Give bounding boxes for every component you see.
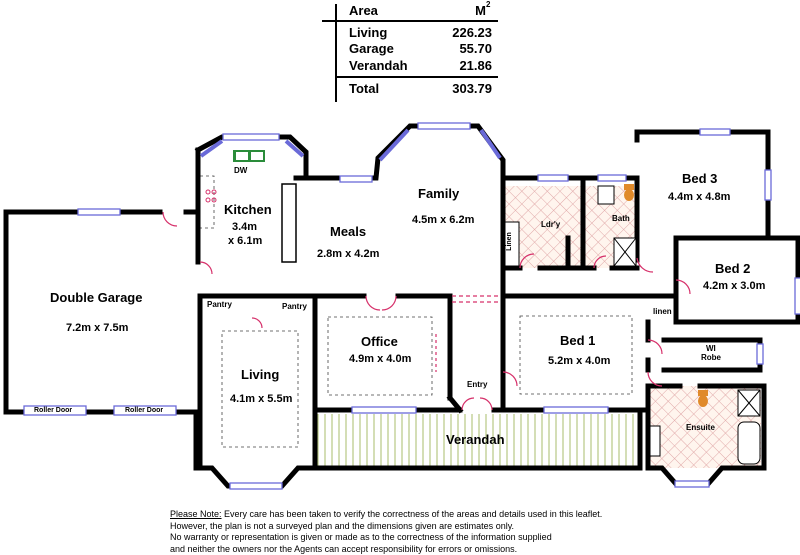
label-pantry-right: Pantry	[282, 302, 307, 311]
kitchen-sink	[233, 150, 265, 162]
doors	[162, 211, 691, 411]
verandah-decking	[317, 414, 641, 466]
area-total-value: 303.79	[452, 81, 492, 96]
label-roller-door-left: Roller Door	[34, 407, 73, 414]
room-bed2-size: 4.2m x 3.0m	[703, 280, 766, 292]
label-wi-robe-line2: Robe	[701, 353, 721, 362]
cooktop	[205, 189, 217, 203]
area-row-value: 226.23	[452, 25, 492, 40]
area-row-label: Living	[349, 25, 388, 40]
label-entry: Entry	[467, 380, 488, 389]
note-line4: and neither the owners nor the Agents ca…	[170, 543, 518, 554]
room-double-garage-size: 7.2m x 7.5m	[66, 322, 129, 334]
label-ensuite: Ensuite	[686, 423, 715, 432]
label-linen-small: linen	[653, 307, 672, 316]
room-verandah-name: Verandah	[446, 432, 505, 447]
note-line1: Every care has been taken to verify the …	[221, 509, 603, 519]
room-kitchen-size-line1: 3.4m	[232, 221, 258, 233]
area-row-label: Verandah	[349, 58, 408, 73]
room-living-size: 4.1m x 5.5m	[230, 393, 293, 405]
area-row-value: 55.70	[459, 41, 492, 56]
label-linen-vertical: Linen	[505, 232, 513, 251]
note-line3: No warranty or representation is given o…	[170, 532, 552, 543]
toilet-bath	[624, 184, 634, 201]
note-line2: However, the plan is not a surveyed plan…	[170, 520, 515, 531]
room-family-name: Family	[418, 186, 460, 201]
room-office-size: 4.9m x 4.0m	[349, 353, 412, 365]
area-total-label: Total	[349, 81, 380, 96]
area-row-value: 21.86	[459, 58, 492, 73]
room-living-name: Living	[241, 367, 280, 382]
area-table-vertical-rule	[335, 4, 337, 102]
disclaimer-note: Please Note: Every care has been taken t…	[170, 509, 602, 555]
room-bed3-name: Bed 3	[682, 171, 718, 186]
area-row-label: Garage	[349, 41, 394, 56]
label-roller-door-right: Roller Door	[125, 407, 164, 414]
room-kitchen-name: Kitchen	[224, 202, 272, 217]
label-bath: Bath	[612, 214, 630, 223]
area-table: Area M 2 Living 226.23 Garage 55.70 Vera…	[320, 0, 500, 104]
windows	[23, 122, 800, 490]
note-heading: Please Note:	[170, 509, 222, 519]
room-bed3-size: 4.4m x 4.8m	[668, 191, 731, 203]
room-meals-name: Meals	[330, 224, 367, 239]
room-double-garage-name: Double Garage	[50, 290, 143, 305]
dashed-outlines	[199, 175, 633, 448]
label-pantry-left: Pantry	[207, 300, 232, 309]
area-header-unit: M	[475, 3, 486, 18]
label-wi-robe-line1: WI	[706, 344, 716, 353]
label-laundry: Ldr'y	[541, 220, 561, 229]
room-office-name: Office	[361, 334, 398, 349]
room-bed1-size: 5.2m x 4.0m	[548, 355, 611, 367]
room-kitchen-size-line2: x 6.1m	[228, 235, 263, 247]
area-header-unit-sup: 2	[486, 0, 491, 9]
area-table-header-rule	[322, 20, 498, 22]
room-bed1-name: Bed 1	[560, 333, 596, 348]
room-family-size: 4.5m x 6.2m	[412, 214, 475, 226]
toilet-ensuite	[698, 390, 708, 407]
area-table-total-rule	[335, 76, 498, 78]
label-dw: DW	[234, 166, 248, 175]
fixtures	[504, 185, 761, 465]
room-bed2-name: Bed 2	[715, 261, 751, 276]
room-meals-size: 2.8m x 4.2m	[317, 248, 380, 260]
area-header-label: Area	[349, 3, 378, 18]
